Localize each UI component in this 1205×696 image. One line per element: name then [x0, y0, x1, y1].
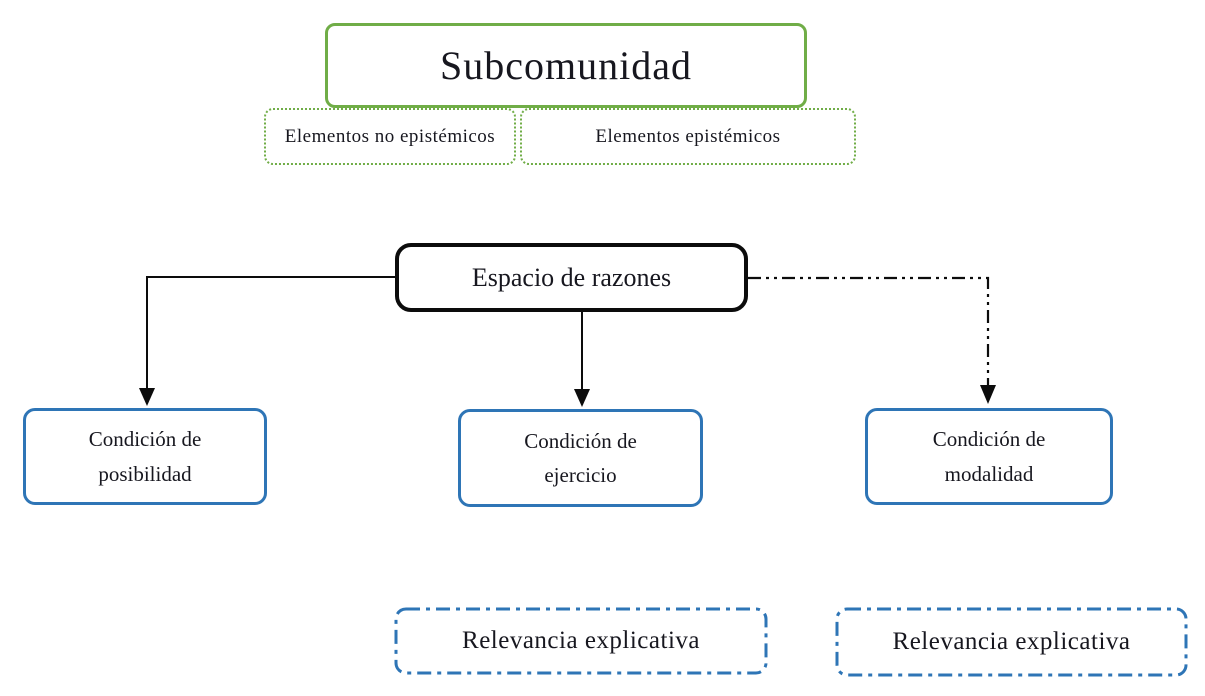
arrowhead-ejercicio [574, 389, 590, 407]
dash-dot-border [835, 607, 1188, 677]
node-condicion-de-modalidad-label: Condición de modalidad [932, 427, 1046, 486]
arrowhead-modalidad [980, 385, 996, 404]
node-elementos-epistemicos: Elementos epistémicos [520, 108, 856, 165]
node-condicion-de-posibilidad-label: Condición de posibilidad [88, 427, 202, 486]
node-elementos-epistemicos-label: Elementos epistémicos [595, 125, 781, 147]
node-relevancia-explicativa-right: Relevancia explicativa [835, 607, 1188, 677]
arrowhead-posibilidad [139, 388, 155, 406]
dash-dot-border [394, 607, 768, 675]
node-relevancia-explicativa-right-label: Relevancia explicativa [892, 628, 1131, 655]
node-relevancia-explicativa-left: Relevancia explicativa [394, 607, 768, 675]
node-condicion-de-ejercicio: Condición de ejercicio [458, 409, 703, 507]
node-condicion-de-posibilidad: Condición de posibilidad [23, 408, 267, 505]
node-relevancia-explicativa-left-label: Relevancia explicativa [462, 627, 700, 654]
node-espacio-de-razones-label: Espacio de razones [471, 262, 672, 292]
node-condicion-de-modalidad: Condición de modalidad [865, 408, 1113, 505]
node-elementos-no-epistemicos-label: Elementos no epistémicos [284, 125, 496, 147]
connector-espacio-to-posibilidad [146, 276, 395, 389]
node-espacio-de-razones: Espacio de razones [395, 243, 748, 312]
connector-espacio-to-modalidad [748, 276, 990, 385]
node-subcomunidad-label: Subcomunidad [440, 43, 692, 88]
node-elementos-no-epistemicos: Elementos no epistémicos [264, 108, 516, 165]
node-condicion-de-ejercicio-label: Condición de ejercicio [524, 428, 637, 487]
node-subcomunidad: Subcomunidad [325, 23, 807, 108]
